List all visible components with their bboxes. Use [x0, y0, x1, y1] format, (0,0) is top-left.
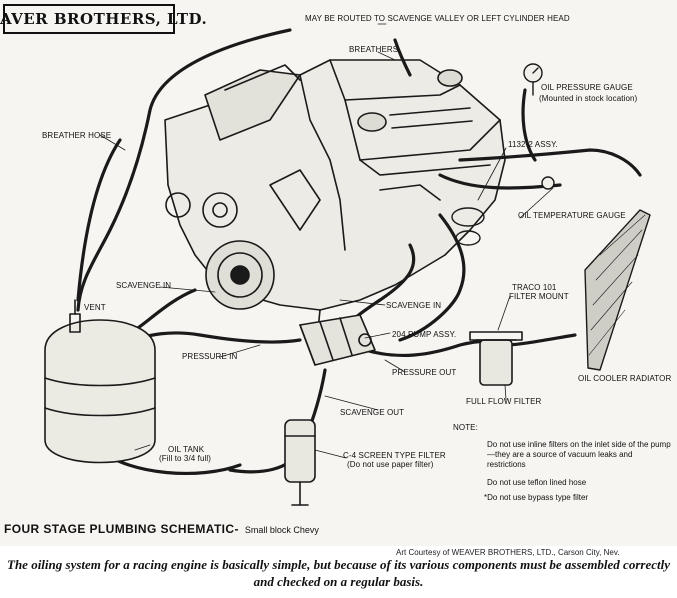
label-route-note: MAY BE ROUTED TO SCAVENGE VALLEY OR LEFT… — [305, 14, 570, 23]
note-teflon-hose: Do not use teflon lined hose — [487, 478, 587, 487]
label-204-pump-assy: 204 PUMP ASSY. — [392, 330, 457, 339]
full-flow-filter — [469, 331, 523, 386]
label-scavenge-in-right: SCAVENGE IN — [386, 301, 442, 310]
oil-tank — [44, 299, 156, 464]
label-full-flow-filter: FULL FLOW FILTER — [466, 397, 542, 406]
label-pressure-in: PRESSURE IN — [182, 352, 238, 361]
label-pressure-out: PRESSURE OUT — [392, 368, 457, 377]
note-inline-filters: Do not use inline filters on the inlet s… — [487, 440, 671, 469]
plumbing-schematic-drawing — [44, 23, 651, 506]
label-scavenge-out: SCAVENGE OUT — [340, 408, 405, 417]
label-breathers: BREATHERS — [349, 45, 399, 54]
label-oil-tank: OIL TANK — [168, 445, 205, 454]
label-screen-filter-sub: (Do not use paper filter) — [347, 460, 434, 469]
label-oil-pressure-gauge-sub: (Mounted in stock location) — [539, 94, 638, 103]
label-traco-101: TRACO 101 — [512, 283, 557, 292]
label-oil-tank-sub: (Fill to 3/4 full) — [159, 454, 212, 463]
oil-temperature-gauge-drawing — [541, 176, 555, 190]
pump-assembly — [299, 314, 376, 366]
schematic-title-text: FOUR STAGE PLUMBING SCHEMATIC- — [4, 522, 239, 536]
assy-1132-2-drawing — [451, 207, 485, 246]
oil-pressure-gauge-drawing — [523, 63, 543, 96]
screen-filter — [284, 419, 316, 506]
label-oil-cooler-radiator: OIL COOLER RADIATOR — [578, 374, 672, 383]
figure-caption: The oiling system for a racing engine is… — [7, 557, 670, 589]
engine-block — [164, 59, 506, 331]
label-filter-mount: FILTER MOUNT — [509, 292, 569, 301]
label-oil-temperature-gauge: OIL TEMPERATURE GAUGE — [518, 211, 626, 220]
schematic-title: FOUR STAGE PLUMBING SCHEMATIC- Small bloc… — [4, 522, 319, 536]
label-oil-pressure-gauge: OIL PRESSURE GAUGE — [541, 83, 633, 92]
label-screen-filter: C-4 SCREEN TYPE FILTER — [343, 451, 446, 460]
label-1132-2-assy: 1132-2 ASSY. — [508, 140, 558, 149]
label-note-heading: NOTE: — [453, 423, 478, 432]
weaver-brothers-logo: WEAVER BROTHERS, LTD. — [0, 4, 207, 34]
art-credit: Art Courtesy of WEAVER BROTHERS, LTD., C… — [396, 548, 620, 557]
note-bypass-filter-text: Do not use bypass type filter — [487, 493, 589, 502]
label-scavenge-in-left: SCAVENGE IN — [116, 281, 172, 290]
schematic-subtitle: Small block Chevy — [244, 525, 319, 535]
leader-lines — [99, 23, 554, 459]
note-bypass-filter: *Do not use bypass type filter — [484, 493, 589, 502]
oil-cooler-radiator — [584, 209, 651, 371]
label-breather-hose: BREATHER HOSE — [42, 131, 112, 140]
label-vent: VENT — [84, 303, 106, 312]
